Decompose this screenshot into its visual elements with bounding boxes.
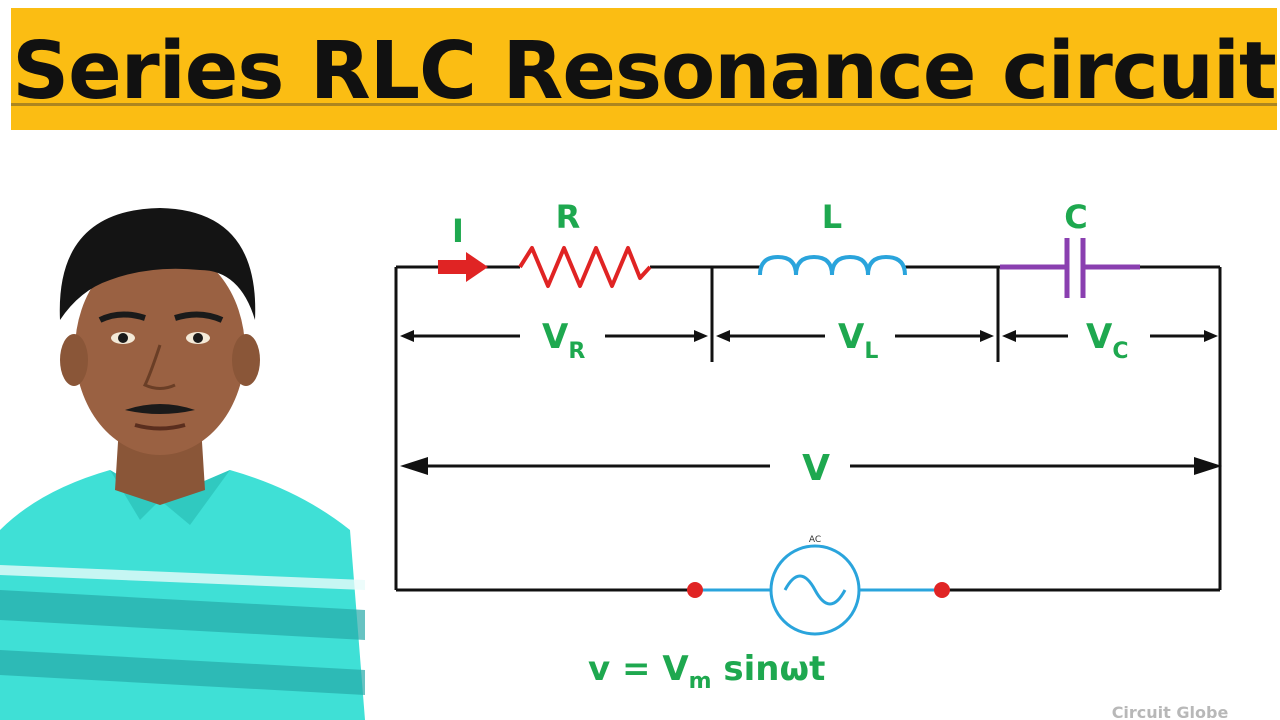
vr-dimension-arrow [400, 330, 708, 342]
total-voltage-arrow [400, 457, 1222, 475]
page-title: Series RLC Resonance circuit [12, 25, 1276, 117]
vl-label: VL [838, 317, 878, 364]
inductor-label: L [822, 198, 842, 236]
capacitor-symbol [1000, 238, 1140, 298]
vc-label: VC [1086, 317, 1128, 364]
vl-dimension-arrow [716, 330, 994, 342]
resistor-label: R [556, 198, 581, 236]
ac-source-tag: AC [809, 535, 821, 545]
source-equation: v = Vm sinωt [588, 649, 825, 694]
title-banner: Series RLC Resonance circuit [11, 8, 1277, 130]
inductor-symbol [758, 254, 907, 276]
vr-label: VR [542, 317, 585, 364]
banner-underline [11, 103, 1277, 106]
current-arrow-icon [438, 252, 488, 282]
ac-source-symbol [687, 544, 950, 636]
rlc-circuit-diagram: I R L C VR VL VC [394, 198, 1229, 720]
current-label: I [452, 212, 464, 250]
watermark: Circuit Globe [1112, 703, 1229, 720]
total-voltage-label: V [802, 448, 830, 489]
resistor-symbol [518, 246, 652, 288]
vc-dimension-arrow [1002, 330, 1218, 342]
capacitor-label: C [1064, 198, 1087, 236]
presenter-photo [0, 208, 365, 720]
voltage-separators [710, 267, 1222, 362]
